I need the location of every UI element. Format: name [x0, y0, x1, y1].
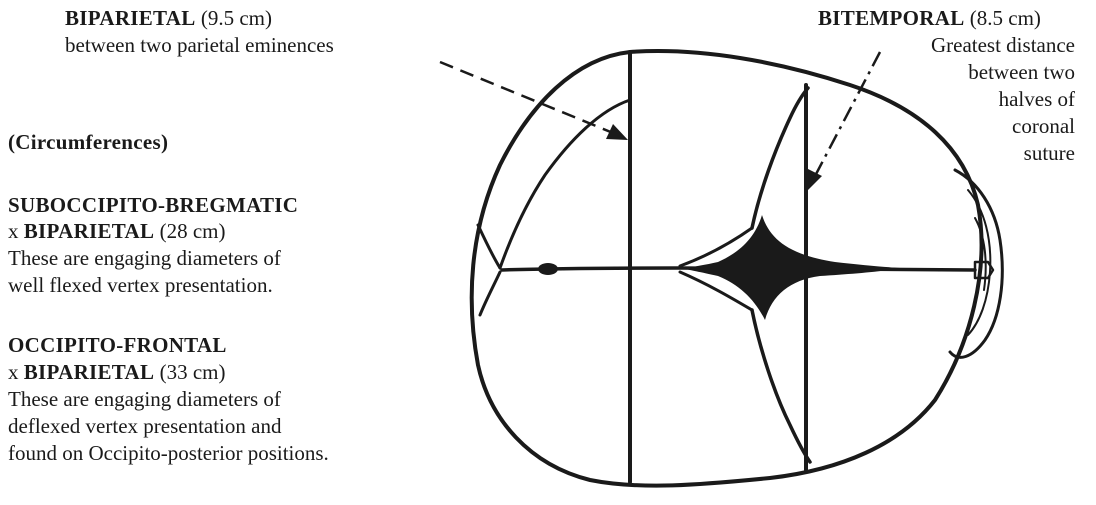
biparietal-title: BIPARIETAL: [65, 6, 196, 30]
item2-biparietal: BIPARIETAL: [24, 360, 155, 384]
coronal-suture-upper: [752, 88, 808, 228]
suboccipito-bregmatic-title: SUBOCCIPITO-BREGMATIC: [8, 193, 298, 218]
item2-desc-line-2: deflexed vertex presentation and: [8, 414, 281, 439]
item1-biparietal: BIPARIETAL: [24, 219, 155, 243]
item1-desc-line-2: well flexed vertex presentation.: [8, 273, 273, 298]
coronal-suture-lower: [752, 310, 810, 462]
bitemporal-label: BITEMPORAL (8.5 cm): [818, 6, 1041, 31]
occipito-frontal-line2: x BIPARIETAL (33 cm): [8, 360, 226, 385]
suboccipito-bregmatic-line2: x BIPARIETAL (28 cm): [8, 219, 226, 244]
occipito-frontal-title: OCCIPITO-FRONTAL: [8, 333, 227, 358]
item1-prefix: x: [8, 219, 24, 243]
bitemporal-desc-line-1: Greatest distance: [931, 33, 1075, 58]
occipital-suture-left-upper: [478, 225, 500, 268]
biparietal-pointer: [440, 62, 618, 135]
bitemporal-measure: (8.5 cm): [970, 6, 1041, 30]
biparietal-label: BIPARIETAL (9.5 cm): [65, 6, 272, 31]
item2-measure: (33 cm): [160, 360, 226, 384]
biparietal-arrowhead: [606, 124, 628, 140]
biparietal-measure: (9.5 cm): [201, 6, 272, 30]
bitemporal-desc-line-4: coronal: [1012, 114, 1075, 139]
bitemporal-title: BITEMPORAL: [818, 6, 965, 30]
item1-measure: (28 cm): [160, 219, 226, 243]
anterior-fontanelle: [685, 215, 900, 320]
biparietal-description: between two parietal eminences: [65, 33, 334, 58]
circumferences-heading: (Circumferences): [8, 130, 168, 155]
item2-desc-line-3: found on Occipito-posterior positions.: [8, 441, 329, 466]
bitemporal-desc-line-5: suture: [1024, 141, 1075, 166]
bitemporal-desc-line-3: halves of: [999, 87, 1075, 112]
bitemporal-desc-line-2: between two: [968, 60, 1075, 85]
posterior-fontanelle: [538, 263, 558, 275]
item2-prefix: x: [8, 360, 24, 384]
lambdoid-suture-upper: [500, 100, 630, 268]
occipital-suture-left-lower: [480, 272, 500, 315]
item1-desc-line-1: These are engaging diameters of: [8, 246, 281, 271]
bitemporal-arrowhead: [806, 168, 822, 190]
bitemporal-pointer: [814, 52, 880, 178]
item2-desc-line-1: These are engaging diameters of: [8, 387, 281, 412]
